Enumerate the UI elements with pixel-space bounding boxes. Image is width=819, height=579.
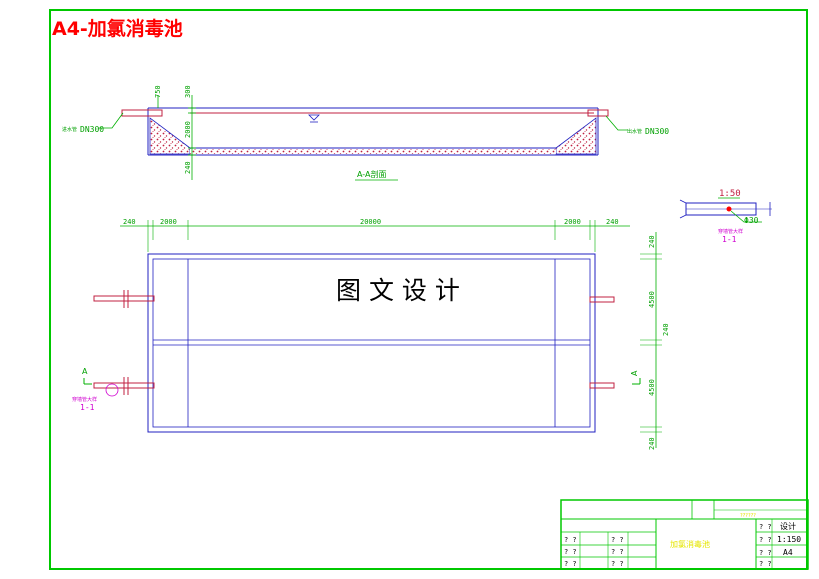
detail-dia: Φ30	[744, 216, 759, 225]
title-block-q: ? ?	[611, 536, 624, 544]
title-block-scale: 1:150	[777, 535, 801, 544]
title-block-q: ? ?	[611, 548, 624, 556]
dim-right-1: 240	[648, 235, 656, 248]
title-block-project: 加氯消毒池	[670, 539, 710, 549]
detail-id: 1-1	[722, 235, 737, 244]
section-mark-left: A	[82, 367, 88, 376]
dim-top-4: 2000	[564, 218, 581, 226]
title-block-q: ? ?	[759, 523, 772, 531]
detail-ref-note: 穿墙管大样	[72, 396, 97, 403]
dim-right-3: 240	[662, 323, 670, 336]
dim-section-depth: 2000	[184, 121, 192, 138]
dim-top-1: 240	[123, 218, 136, 226]
drawing-frame	[49, 9, 808, 570]
section-view	[98, 95, 628, 181]
pipe-left-label: 进水管	[62, 126, 77, 133]
pipe-left-size: DN300	[80, 125, 104, 134]
title-block-q: ? ?	[611, 560, 624, 568]
watermark: 图 文 设 计	[336, 276, 460, 305]
dim-right-4: 4500	[648, 379, 656, 396]
dim-right-2: 4500	[648, 291, 656, 308]
detail-view	[679, 197, 772, 223]
detail-scale: 1:50	[719, 189, 741, 199]
plan-view	[83, 220, 662, 448]
drawing-title: A4-加氯消毒池	[52, 17, 183, 40]
dim-section-top: 300	[184, 85, 192, 98]
title-block-q: ? ?	[759, 536, 772, 544]
title-block-stamp: ??????	[740, 513, 756, 519]
dim-section-top-small: 750	[154, 85, 162, 98]
detail-note: 穿墙管大样	[718, 228, 743, 235]
title-block-q: ? ?	[759, 549, 772, 557]
pipe-right-label: 出水管	[627, 128, 642, 135]
section-mark-right: A	[630, 370, 639, 376]
title-block-q: ? ?	[759, 560, 772, 568]
title-block	[560, 499, 809, 570]
dim-top-3: 20000	[360, 218, 381, 226]
dim-section-bottom: 240	[184, 161, 192, 174]
title-block-q: ? ?	[564, 548, 577, 556]
title-block-sheet: A4	[783, 548, 793, 557]
dim-right-5: 240	[648, 437, 656, 450]
dim-top-5: 240	[606, 218, 619, 226]
detail-ref-id: 1-1	[80, 403, 95, 412]
title-block-q: ? ?	[564, 536, 577, 544]
pipe-right-size: DN300	[645, 127, 669, 136]
title-block-design: 设计	[780, 521, 796, 531]
section-label: A-A剖面	[357, 169, 386, 179]
title-block-q: ? ?	[564, 560, 577, 568]
dim-top-2: 2000	[160, 218, 177, 226]
